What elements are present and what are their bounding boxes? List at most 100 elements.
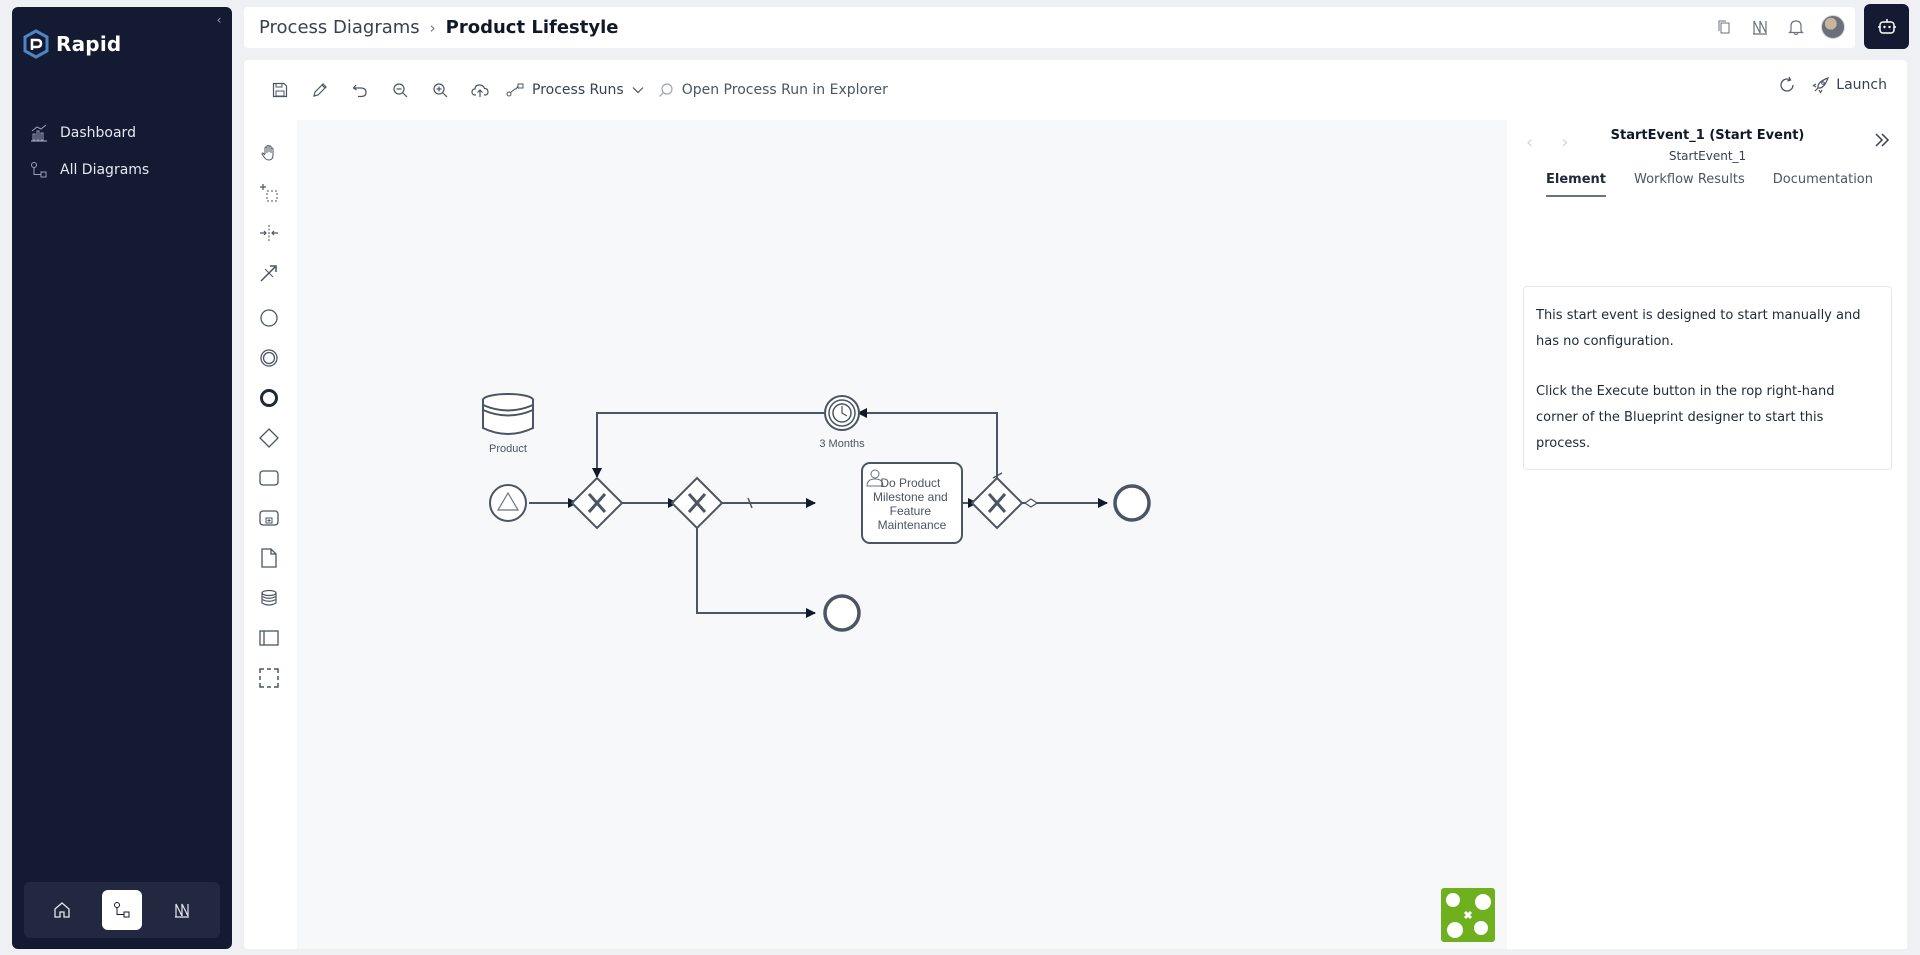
sidebar-item-all-diagrams[interactable]: All Diagrams: [30, 151, 220, 188]
end-event-1[interactable]: [1113, 484, 1151, 522]
create-data-object[interactable]: [254, 543, 284, 573]
start-event[interactable]: [489, 484, 527, 522]
tab-workflow-results[interactable]: Workflow Results: [1634, 172, 1745, 187]
element-id: StartEvent_1: [1668, 149, 1747, 163]
avatar[interactable]: [1821, 15, 1845, 39]
create-gateway[interactable]: [254, 423, 284, 453]
breadcrumb-parent[interactable]: Process Diagrams: [259, 17, 420, 38]
element-palette: [244, 120, 296, 949]
element-description-card: This start event is designed to start ma…: [1523, 286, 1892, 470]
connect-tool[interactable]: [254, 258, 284, 288]
properties-tabs: Element Workflow Results Documentation: [1546, 162, 1873, 197]
gateway-icon: [259, 428, 279, 448]
create-intermediate-event[interactable]: [254, 343, 284, 373]
process-runs-dropdown[interactable]: Process Runs: [506, 82, 644, 98]
user-task-maintenance[interactable]: Do Product Milestone and Feature Mainten…: [861, 462, 963, 544]
cloud-upload-icon: [471, 84, 489, 97]
element-title: StartEvent_1 (Start Event): [1610, 128, 1805, 143]
intermediate-event-icon: [260, 349, 278, 367]
bpmn-diagram[interactable]: Product: [297, 120, 1507, 949]
search-icon: [658, 83, 673, 97]
pencil-icon: [313, 83, 327, 97]
zoom-in-button[interactable]: [420, 74, 460, 106]
cloud-upload-button[interactable]: [460, 74, 500, 106]
sequence-flows[interactable]: [529, 408, 1108, 618]
toolbar-right: Launch: [1776, 74, 1887, 96]
breadcrumb: Process Diagrams › Product Lifestyle: [259, 17, 618, 38]
refresh-button[interactable]: [1776, 74, 1798, 96]
zoom-out-button[interactable]: [380, 74, 420, 106]
data-object-icon: [261, 548, 277, 568]
diagrams-button[interactable]: [102, 890, 142, 930]
bpmn-io-logo[interactable]: [1441, 888, 1495, 942]
refresh-icon: [1780, 76, 1794, 92]
undo-icon: [352, 84, 367, 98]
copy-icon[interactable]: [1713, 16, 1735, 38]
process-runs-label: Process Runs: [532, 82, 624, 98]
designer-panel: Process Runs Open Process Run in Explore…: [244, 60, 1907, 949]
assistant-button[interactable]: [1864, 4, 1909, 49]
data-store-product[interactable]: Product: [482, 393, 534, 455]
tab-element[interactable]: Element: [1546, 162, 1606, 197]
task-label-line-4: Maintenance: [878, 518, 947, 532]
create-data-store[interactable]: [254, 583, 284, 613]
end-event-2[interactable]: [823, 594, 861, 632]
brand-logo[interactable]: Rapid: [22, 29, 121, 59]
create-end-event[interactable]: [254, 383, 284, 413]
reports-button[interactable]: [162, 890, 202, 930]
report-icon[interactable]: [1749, 16, 1771, 38]
space-tool[interactable]: [254, 218, 284, 248]
diagram-icon: [31, 161, 47, 177]
brand-name: Rapid: [56, 32, 122, 56]
diagram-icon: [114, 902, 130, 918]
create-task[interactable]: [254, 463, 284, 493]
previous-element-icon[interactable]: ‹: [1526, 132, 1534, 153]
element-nav: ‹ ›: [1526, 132, 1568, 153]
description-paragraph: This start event is designed to start ma…: [1536, 308, 1861, 349]
lasso-select-icon: [260, 184, 278, 202]
default-flow-marker: [747, 497, 753, 509]
pool-icon: [259, 630, 279, 646]
collapse-panel-button[interactable]: [1873, 132, 1891, 152]
user-icon: [866, 469, 884, 487]
open-in-explorer-button[interactable]: Open Process Run in Explorer: [658, 82, 888, 98]
create-group[interactable]: [254, 663, 284, 693]
top-header: Process Diagrams › Product Lifestyle: [244, 7, 1855, 48]
sidebar-item-label: Dashboard: [60, 124, 136, 141]
zoom-in-icon: [433, 83, 448, 98]
conditional-flow-marker: [1023, 498, 1039, 508]
home-button[interactable]: [42, 890, 82, 930]
save-button[interactable]: [260, 74, 300, 106]
create-pool[interactable]: [254, 623, 284, 653]
puzzle-logo-icon: [1441, 888, 1495, 942]
collapse-sidebar-icon[interactable]: ‹: [216, 13, 222, 27]
lasso-tool[interactable]: [254, 178, 284, 208]
process-flow-icon: [506, 83, 524, 97]
open-in-explorer-label: Open Process Run in Explorer: [681, 82, 888, 98]
zoom-out-icon: [393, 83, 408, 98]
bell-icon[interactable]: [1785, 16, 1807, 38]
create-start-event[interactable]: [254, 303, 284, 333]
hand-tool[interactable]: [254, 138, 284, 168]
hand-icon: [261, 144, 274, 161]
tab-documentation[interactable]: Documentation: [1772, 172, 1873, 187]
sidebar-nav: Dashboard All Diagrams: [30, 114, 220, 188]
task-icon: [259, 470, 279, 486]
default-flow-marker: [992, 472, 1003, 479]
create-subprocess[interactable]: [254, 503, 284, 533]
undo-button[interactable]: [340, 74, 380, 106]
exclusive-gateway-3[interactable]: [970, 476, 1024, 530]
exclusive-gateway-2[interactable]: [670, 476, 724, 530]
chart-icon: [31, 124, 47, 142]
bottom-switcher: [24, 882, 220, 938]
next-element-icon[interactable]: ›: [1561, 132, 1569, 153]
timer-event[interactable]: 3 Months: [819, 395, 865, 450]
launch-label: Launch: [1836, 77, 1887, 93]
exclusive-gateway-1[interactable]: [570, 476, 624, 530]
diagram-canvas[interactable]: Product: [297, 120, 1507, 949]
edit-button[interactable]: [300, 74, 340, 106]
launch-button[interactable]: Launch: [1812, 76, 1887, 94]
data-store-label: Product: [489, 443, 527, 455]
svg-text:Do Product Milestone: Do Product Milestone and Feature Mainten…: [873, 476, 951, 532]
sidebar-item-dashboard[interactable]: Dashboard: [30, 114, 220, 151]
